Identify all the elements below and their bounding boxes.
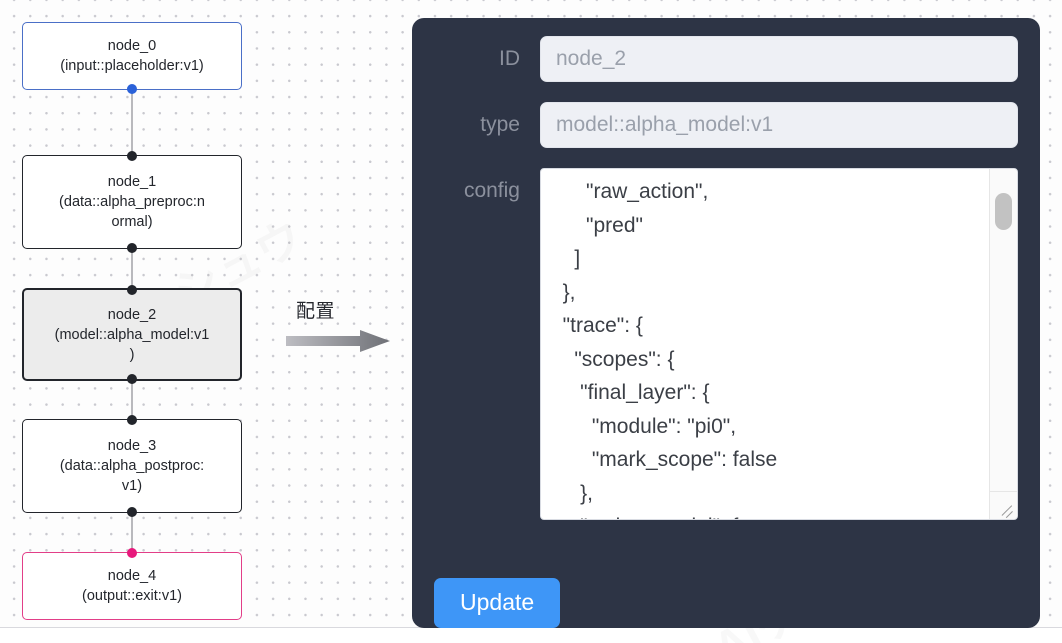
config-scrollbar[interactable] (989, 169, 1017, 494)
update-button[interactable]: Update (434, 578, 561, 628)
edge-node2-node3 (130, 376, 134, 420)
config-field-row: config "raw_action", "pred" ] }, "trace"… (434, 168, 1018, 520)
node-handle-target[interactable] (127, 548, 137, 558)
node-handle-source[interactable] (127, 507, 137, 517)
type-field-label: type (480, 113, 520, 136)
arrow-right-icon (286, 330, 390, 352)
node-handle-target[interactable] (127, 151, 137, 161)
config-scrollbar-thumb[interactable] (995, 193, 1012, 230)
edge-node0-node1 (130, 88, 134, 156)
id-field-label: ID (499, 47, 520, 70)
edge-node1-node2 (130, 248, 134, 290)
flow-node-node_3[interactable]: node_3 (data::alpha_postproc: v1) (22, 415, 242, 517)
node-handle-source[interactable] (127, 243, 137, 253)
resize-grip-icon[interactable] (989, 491, 1017, 519)
config-field-label: config (463, 179, 520, 202)
flow-node-node_1[interactable]: node_1 (data::alpha_preproc:n ormal) (22, 151, 242, 253)
node-handle-source[interactable] (127, 84, 137, 94)
arrow-label: 配置 (296, 301, 336, 322)
flow-node-label: node_4 (output::exit:v1) (82, 568, 182, 604)
config-textarea[interactable]: "raw_action", "pred" ] }, "trace": { "sc… (540, 168, 1018, 520)
type-input[interactable]: model::alpha_model:v1 (540, 102, 1018, 148)
type-field-row: type model::alpha_model:v1 (434, 102, 1018, 148)
edge-node3-node4 (130, 512, 134, 552)
node-handle-target[interactable] (127, 285, 137, 295)
flow-node-node_2[interactable]: node_2 (model::alpha_model:v1 ) (22, 285, 242, 384)
flow-node-node_0[interactable]: node_0 (input::placeholder:v1) (22, 22, 242, 94)
flow-node-node_4[interactable]: node_4 (output::exit:v1) (22, 548, 242, 620)
transition-arrow-group: 配置 (286, 296, 404, 358)
config-textarea-content[interactable]: "raw_action", "pred" ] }, "trace": { "sc… (562, 180, 778, 519)
flow-node-label: node_2 (model::alpha_model:v1 ) (54, 306, 210, 363)
node-handle-source[interactable] (127, 374, 137, 384)
id-field-row: ID node_2 (434, 36, 1018, 82)
id-input[interactable]: node_2 (540, 36, 1018, 82)
flow-node-label: node_3 (data::alpha_postproc: v1) (59, 438, 205, 494)
flow-node-label: node_1 (data::alpha_preproc:n ormal) (59, 174, 205, 230)
node-handle-target[interactable] (127, 415, 137, 425)
flow-node-label: node_0 (input::placeholder:v1) (60, 38, 204, 74)
node-inspector-panel: ID node_2 type model::alpha_model:v1 con… (412, 18, 1040, 628)
